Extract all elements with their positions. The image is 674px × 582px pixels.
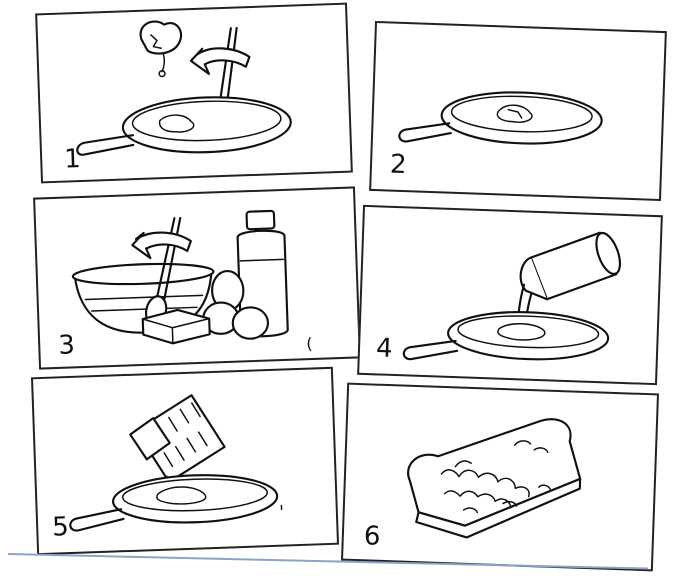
step-panel-3: 3 ( <box>33 186 361 369</box>
step-panel-6: 6 <box>341 383 659 572</box>
step-number: 3 <box>58 332 75 359</box>
step-number: 5 <box>52 514 69 541</box>
skillet-stir-egg-illustration <box>37 5 351 182</box>
step-panel-2: 2 <box>369 21 667 201</box>
step-number: 1 <box>64 146 81 173</box>
step-panel-4: 4 <box>357 205 663 385</box>
topped-toast-illustration <box>343 385 657 570</box>
grate-into-skillet-illustration <box>33 369 337 553</box>
skillet-butter-illustration <box>371 23 665 199</box>
step-panel-5: 5 <box>31 367 339 555</box>
step-number: 4 <box>376 335 393 362</box>
step-number: 2 <box>390 152 407 179</box>
stray-mark: ( <box>306 336 313 352</box>
step-panel-1: 1 <box>35 3 353 184</box>
step-number: 6 <box>363 523 380 550</box>
pour-into-skillet-illustration <box>359 207 661 383</box>
